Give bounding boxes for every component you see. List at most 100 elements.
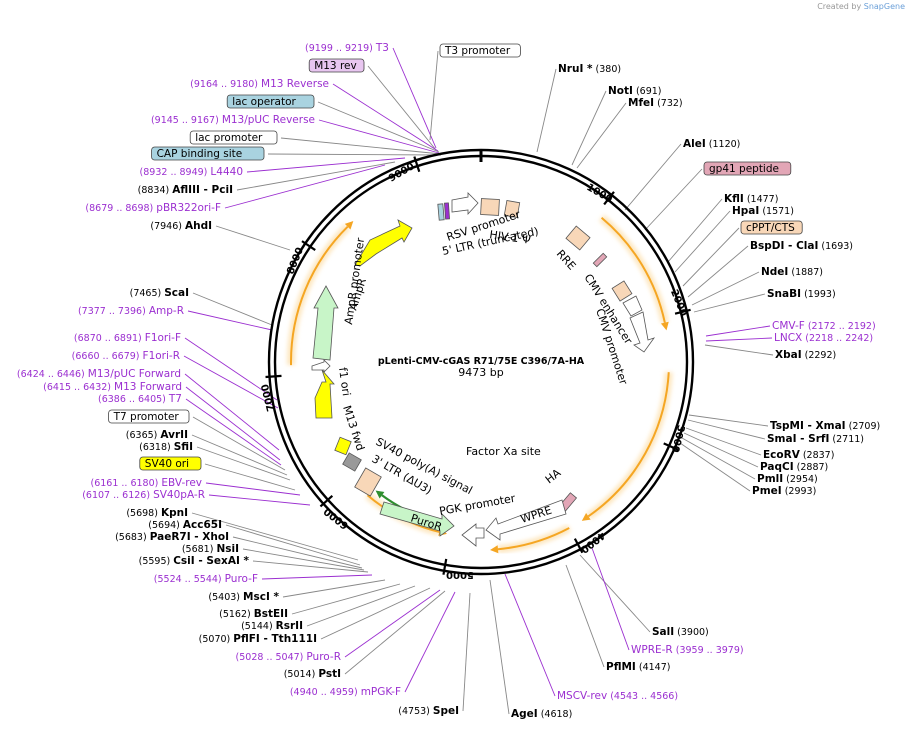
leader-line bbox=[536, 68, 557, 153]
annotation-f1ori-r: (6660 .. 6679) F1ori-R bbox=[72, 350, 180, 362]
bp-tick-8000 bbox=[301, 240, 316, 252]
leader-line bbox=[705, 325, 771, 337]
annotation-m13-puc-forward: (6424 .. 6446) M13/pUC Forward bbox=[17, 368, 181, 380]
leader-line bbox=[280, 137, 442, 155]
leader-line bbox=[687, 419, 766, 440]
annotation-pbr322ori-f: (8679 .. 8698) pBR322ori-F bbox=[85, 202, 221, 214]
leader-line bbox=[624, 143, 682, 211]
enzyme-label: (5070) PflFI - Tth111I bbox=[199, 633, 317, 645]
leader-line bbox=[317, 101, 440, 153]
annotation-smai: SmaI - SrfI (2711) bbox=[767, 433, 864, 445]
enzyme-label: (7465) ScaI bbox=[130, 287, 189, 299]
primer-label: (5524 .. 5544) Puro-F bbox=[154, 573, 258, 585]
annotation-snabi: SnaBI (1993) bbox=[767, 288, 836, 300]
feature-box-label: T3 promoter bbox=[444, 45, 511, 57]
leader-line bbox=[183, 355, 279, 409]
leader-line bbox=[191, 512, 359, 561]
annotation-xbai: XbaI (2292) bbox=[775, 349, 836, 361]
feature-rre bbox=[565, 225, 591, 251]
leader-line bbox=[704, 344, 774, 356]
feature-f1-ori bbox=[314, 369, 335, 419]
annotation-m13-rev: M13 rev bbox=[308, 58, 365, 73]
bp-tick-label-5000: 5000 bbox=[446, 569, 474, 580]
feature-box-label: SV40 ori bbox=[145, 458, 189, 470]
annotation-ecorv: EcoRV (2837) bbox=[763, 449, 834, 461]
enzyme-label: AgeI (4618) bbox=[511, 708, 572, 720]
primer-label: (6870 .. 6891) F1ori-F bbox=[74, 332, 181, 344]
annotation-f1ori-f: (6870 .. 6891) F1ori-F bbox=[74, 332, 181, 344]
leader-line bbox=[392, 47, 437, 149]
orf-arc-5-head bbox=[344, 221, 354, 230]
orf-arc-1 bbox=[600, 217, 666, 323]
leader-line bbox=[187, 310, 273, 331]
annotation-nsii: (5681) NsiI bbox=[182, 543, 239, 555]
annotation-sali: SalI (3900) bbox=[652, 626, 709, 638]
annotation-pflfi: (5070) PflFI - Tth111I bbox=[199, 633, 317, 645]
feature-gp41 bbox=[592, 252, 608, 268]
label-leader-lines bbox=[183, 47, 774, 715]
leader-line bbox=[429, 50, 439, 141]
map-length: 9473 bp bbox=[458, 366, 503, 379]
leader-line bbox=[261, 574, 373, 580]
enzyme-label: PmlI (2954) bbox=[757, 473, 818, 485]
leader-line bbox=[225, 524, 361, 566]
bp-tick-label-8000: 8000 bbox=[285, 246, 306, 276]
enzyme-label: (5681) NsiI bbox=[182, 543, 239, 555]
primer-label: (6424 .. 6446) M13/pUC Forward bbox=[17, 368, 181, 380]
bp-tick-label-7000: 7000 bbox=[260, 383, 277, 413]
feature-box-label: M13 rev bbox=[314, 60, 357, 72]
leader-line bbox=[246, 157, 406, 173]
feature-box-label: CAP binding site bbox=[157, 148, 243, 160]
annotation-paqci: PaqCI (2887) bbox=[760, 461, 828, 473]
annotation-puro-r: (5028 .. 5047) Puro-R bbox=[236, 651, 341, 663]
feature-box-label: gp41 peptide bbox=[709, 163, 779, 175]
enzyme-label: NdeI (1887) bbox=[761, 266, 823, 278]
bp-tick-6000 bbox=[319, 494, 334, 508]
annotation-sfii: (6318) SfiI bbox=[139, 441, 193, 453]
annotation-m13-forward: (6415 .. 6432) M13 Forward bbox=[43, 381, 182, 393]
enzyme-label: (5403) MscI * bbox=[208, 591, 279, 603]
feature-shapes bbox=[311, 192, 656, 547]
feature-box bbox=[189, 130, 278, 145]
enzyme-label: PaqCI (2887) bbox=[760, 461, 828, 473]
bp-tick-4000 bbox=[573, 538, 584, 554]
orf-arc-1-head bbox=[660, 321, 669, 331]
annotation-pmli: PmlI (2954) bbox=[757, 473, 818, 485]
leader-line bbox=[291, 583, 401, 615]
feature-cmv-promoter bbox=[629, 311, 656, 353]
puro-green-arc-head bbox=[375, 490, 385, 499]
leader-line bbox=[687, 245, 749, 298]
annotation-lncx: LNCX (2218 .. 2242) bbox=[774, 332, 873, 344]
annotation-ahdi: (7946) AhdI bbox=[150, 220, 212, 232]
bp-tick-3000 bbox=[663, 442, 679, 451]
annotation-l4440: (8932 .. 8949) L4440 bbox=[140, 166, 243, 178]
leader-line bbox=[267, 153, 442, 156]
leader-line bbox=[215, 225, 291, 251]
feature-box bbox=[703, 161, 792, 176]
orf-arc-2 bbox=[587, 372, 670, 518]
primer-label: (6386 .. 6405) T7 bbox=[98, 393, 182, 405]
leader-line bbox=[705, 337, 773, 342]
leader-line bbox=[576, 102, 627, 169]
feature-box bbox=[226, 94, 315, 109]
annotation-t3: (9199 .. 9219) T3 bbox=[305, 42, 389, 54]
leader-line bbox=[344, 590, 446, 675]
primer-label: (4940 .. 4959) mPGK-F bbox=[290, 686, 401, 698]
annotation-sv40pa-r: (6107 .. 6126) SV40pA-R bbox=[82, 489, 205, 501]
enzyme-label: BspDI - ClaI (1693) bbox=[750, 240, 853, 252]
annotation-t7-promoter: T7 promoter bbox=[108, 409, 190, 424]
annotation-m13-reverse: (9164 .. 9180) M13 Reverse bbox=[190, 78, 329, 90]
enzyme-label: TspMI - XmaI (2709) bbox=[770, 420, 880, 432]
annotation-scai: (7465) ScaI bbox=[130, 287, 189, 299]
feature-puror bbox=[379, 501, 455, 537]
leader-line bbox=[224, 164, 386, 209]
leader-line bbox=[504, 573, 556, 697]
annotation-gp41-peptide: gp41 peptide bbox=[703, 161, 792, 176]
leader-line bbox=[320, 587, 431, 640]
annotation-wpre-r: WPRE-R (3959 .. 3979) bbox=[631, 644, 744, 656]
leader-line bbox=[691, 271, 760, 306]
feature-m13-rev-mark bbox=[444, 202, 450, 220]
bp-tick-2000 bbox=[674, 308, 691, 315]
leader-line bbox=[232, 536, 363, 569]
bp-ticks bbox=[265, 156, 691, 575]
